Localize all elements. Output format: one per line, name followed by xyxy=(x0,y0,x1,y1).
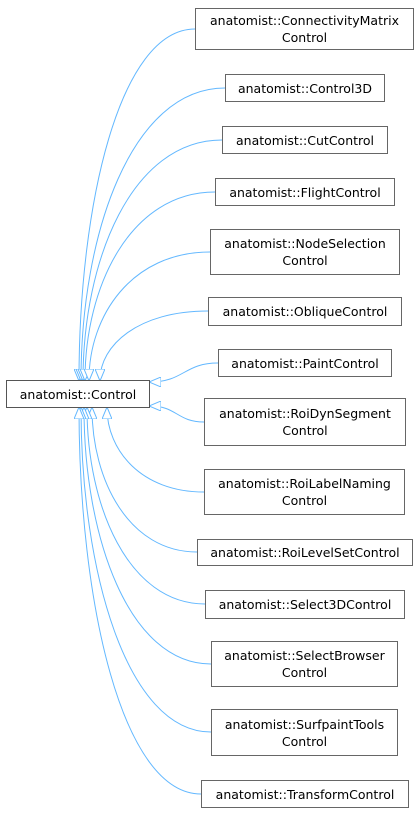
class-label-line: Control xyxy=(281,665,328,680)
class-label-line: Control xyxy=(282,423,328,438)
class-label-line: Control xyxy=(281,493,328,508)
class-label-line: Control xyxy=(282,253,328,268)
class-label: anatomist::Select3DControl xyxy=(218,597,392,612)
inheritance-edge xyxy=(89,251,211,380)
class-node-control[interactable]: anatomist::Control xyxy=(6,380,150,408)
class-label: anatomist::Control xyxy=(19,386,137,402)
class-label-line: anatomist::ConnectivityMatrix xyxy=(210,13,399,28)
class-label-line: anatomist::NodeSelection xyxy=(224,236,386,251)
class-node-control3d[interactable]: anatomist::Control3D xyxy=(225,74,385,102)
class-label-line: anatomist::RoiLabelNaming xyxy=(218,476,391,491)
class-label-line: Control xyxy=(281,733,328,749)
class-node-paintcontrol[interactable]: anatomist::PaintControl xyxy=(218,349,392,377)
class-node-roidynsegment-control[interactable]: anatomist::RoiDynSegment Control xyxy=(204,398,406,446)
inheritance-edge xyxy=(85,191,216,380)
class-label: anatomist::ObliqueControl xyxy=(222,304,388,319)
class-node-roilabelnaming-control[interactable]: anatomist::RoiLabelNaming Control xyxy=(204,469,405,515)
inheritance-edge xyxy=(79,408,202,795)
inheritance-edge xyxy=(84,408,212,665)
inheritance-edge xyxy=(83,139,223,380)
inheritance-edge xyxy=(92,408,198,553)
class-label: anatomist::PaintControl xyxy=(231,355,379,371)
inheritance-edge xyxy=(87,408,206,605)
class-label: anatomist::CutControl xyxy=(235,132,374,148)
class-node-roilevelsetcontrol[interactable]: anatomist::RoiLevelSetControl xyxy=(197,539,413,566)
inheritance-edge xyxy=(81,408,212,733)
class-node-obliquecontrol[interactable]: anatomist::ObliqueControl xyxy=(208,297,402,326)
class-label: anatomist::Control3D xyxy=(237,80,373,96)
class-label: anatomist::FlightControl xyxy=(229,184,381,200)
inheritance-edge xyxy=(100,310,209,380)
inheritance-edge xyxy=(107,408,205,493)
inheritance-edge xyxy=(81,87,226,380)
class-node-flightcontrol[interactable]: anatomist::FlightControl xyxy=(215,178,395,206)
inheritance-edge xyxy=(150,406,205,423)
class-node-selectbrowser-control[interactable]: anatomist::SelectBrowser Control xyxy=(211,641,398,687)
inheritance-edge xyxy=(79,28,196,380)
class-node-select3dcontrol[interactable]: anatomist::Select3DControl xyxy=(205,590,405,619)
class-label-line: anatomist::RoiDynSegment xyxy=(219,406,391,421)
class-node-transformcontrol[interactable]: anatomist::TransformControl xyxy=(201,780,409,808)
class-node-surfpainttools-control[interactable]: anatomist::SurfpaintTools Control xyxy=(211,709,398,756)
class-label-line: anatomist::SelectBrowser xyxy=(224,648,385,663)
inheritance-edge xyxy=(150,362,219,382)
class-label: anatomist::TransformControl xyxy=(215,786,395,802)
class-label-line: Control xyxy=(281,30,328,45)
class-node-nodeselection-control[interactable]: anatomist::NodeSelection Control xyxy=(210,229,400,275)
class-label: anatomist::RoiLevelSetControl xyxy=(210,545,400,560)
class-node-connectivitymatrix-control[interactable]: anatomist::ConnectivityMatrix Control xyxy=(195,8,414,50)
class-label-line: anatomist::SurfpaintTools xyxy=(224,716,385,732)
class-node-cutcontrol[interactable]: anatomist::CutControl xyxy=(222,126,388,154)
